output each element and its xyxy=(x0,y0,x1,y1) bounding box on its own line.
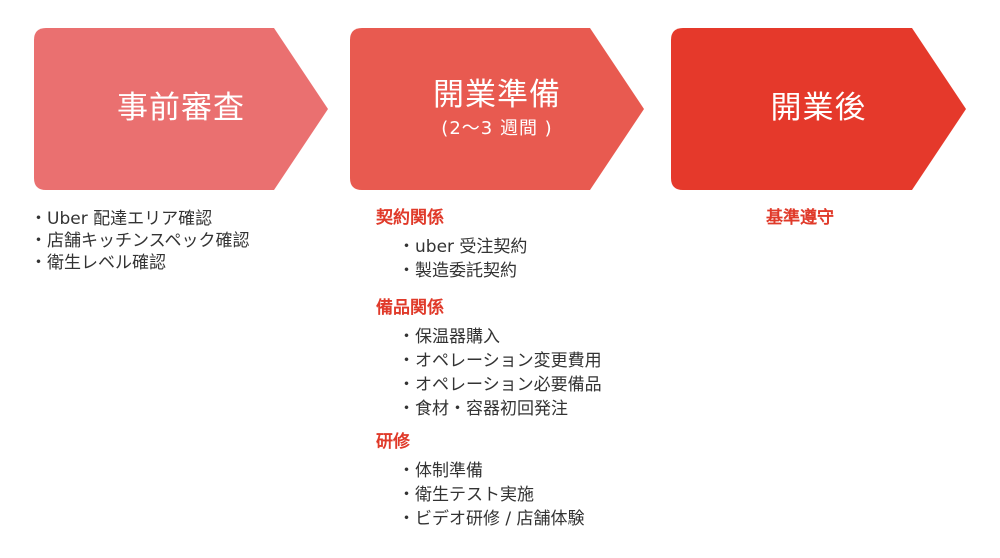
after-opening-details: 基準遵守 xyxy=(766,207,834,229)
section-contracts: 契約関係 uber 受注契約 製造委託契約 xyxy=(376,207,602,283)
section-list: 体制準備 衛生テスト実施 ビデオ研修 / 店舗体験 xyxy=(376,459,602,531)
step-chevron-pre-screening: 事前審査 xyxy=(34,28,328,190)
chevron-shape xyxy=(350,28,644,190)
step-chevron-opening-prep: 開業準備 (2〜3 週間 ) xyxy=(350,28,644,190)
list-item: オペレーション必要備品 xyxy=(398,373,602,397)
list-item: 体制準備 xyxy=(398,459,602,483)
section-title: 基準遵守 xyxy=(766,208,834,228)
section-title: 研修 xyxy=(376,432,410,452)
section-equipment: 備品関係 保温器購入 オペレーション変更費用 オペレーション必要備品 食材・容器… xyxy=(376,297,602,421)
list-item: 衛生テスト実施 xyxy=(398,483,602,507)
pre-screening-details: Uber 配達エリア確認 店舗キッチンスペック確認 衛生レベル確認 xyxy=(30,208,249,274)
list-item: uber 受注契約 xyxy=(398,235,602,259)
pre-screening-list: Uber 配達エリア確認 店舗キッチンスペック確認 衛生レベル確認 xyxy=(30,208,249,274)
section-title: 備品関係 xyxy=(376,298,444,318)
opening-prep-details: 契約関係 uber 受注契約 製造委託契約 備品関係 保温器購入 オペレーション… xyxy=(376,207,602,531)
step-title: 開業後 xyxy=(770,90,867,127)
section-list: 保温器購入 オペレーション変更費用 オペレーション必要備品 食材・容器初回発注 xyxy=(376,325,602,421)
list-item: オペレーション変更費用 xyxy=(398,349,602,373)
section-title: 契約関係 xyxy=(376,208,444,228)
list-item: Uber 配達エリア確認 xyxy=(30,208,249,230)
section-training: 研修 体制準備 衛生テスト実施 ビデオ研修 / 店舗体験 xyxy=(376,431,602,531)
list-item: 食材・容器初回発注 xyxy=(398,397,602,421)
list-item: 保温器購入 xyxy=(398,325,602,349)
step-chevron-after-opening: 開業後 xyxy=(671,28,966,190)
step-title: 事前審査 xyxy=(117,90,245,127)
step-title: 開業準備 xyxy=(433,77,561,114)
chevron-shape xyxy=(34,28,328,190)
list-item: 店舗キッチンスペック確認 xyxy=(30,230,249,252)
step-subtitle: (2〜3 週間 ) xyxy=(441,117,553,139)
chevron-shape xyxy=(671,28,966,190)
list-item: 衛生レベル確認 xyxy=(30,252,249,274)
section-list: uber 受注契約 製造委託契約 xyxy=(376,235,602,283)
list-item: ビデオ研修 / 店舗体験 xyxy=(398,507,602,531)
list-item: 製造委託契約 xyxy=(398,259,602,283)
